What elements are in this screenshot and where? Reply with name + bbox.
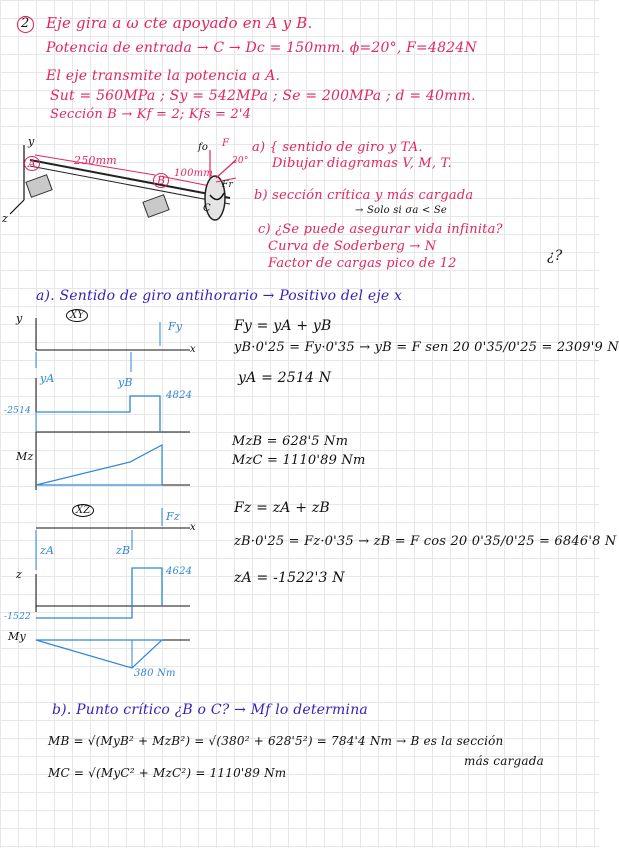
xz-za-label: zA bbox=[40, 544, 55, 557]
length-bc-label: 100mm bbox=[174, 168, 214, 179]
xz-eq-2: zB·0'25 = Fz·0'35 → zB = F cos 20 0'35/0… bbox=[234, 534, 617, 549]
xy-eq-1: Fy = yA + yB bbox=[234, 318, 332, 334]
xy-yb-label: yB bbox=[118, 376, 133, 389]
xz-v-axis-label: z bbox=[16, 568, 22, 581]
force-fr-label: Fr bbox=[222, 180, 233, 190]
xz-fz-label: Fz bbox=[166, 510, 180, 523]
xz-diagrams bbox=[35, 508, 190, 669]
xz-tag: XZ bbox=[72, 504, 95, 517]
xy-moment-c: MzC = 1110'89 Nm bbox=[232, 453, 366, 468]
header-line-5: Sección B → Kf = 2; Kfs = 2'4 bbox=[50, 107, 252, 122]
task-c-line-2: Curva de Soderberg → N bbox=[268, 239, 437, 254]
length-ab-label: 250mm bbox=[74, 154, 117, 167]
task-b-note: → Solo si σa < Se bbox=[355, 205, 448, 216]
header-line-3: El eje transmite la potencia a A. bbox=[46, 68, 281, 84]
problem-number-circle: ◯ bbox=[16, 14, 36, 34]
shaft-figure bbox=[9, 145, 237, 221]
part-a-title: a). Sentido de giro antihorario → Positi… bbox=[36, 288, 403, 304]
grid-paper bbox=[0, 0, 599, 848]
xz-eq-1: Fz = zA + zB bbox=[234, 500, 330, 516]
header-line-2: Potencia de entrada → C → Dc = 150mm. ϕ=… bbox=[46, 40, 477, 56]
xz-eq-3: zA = -1522'3 N bbox=[234, 570, 345, 586]
force-fo-label: fo bbox=[198, 142, 209, 153]
xy-v-pos: 4824 bbox=[166, 390, 193, 401]
task-c-line-3: Factor de cargas pico de 12 bbox=[268, 256, 457, 271]
xy-fy-label: Fy bbox=[168, 320, 183, 333]
task-b: b) sección crítica y más cargada bbox=[254, 188, 474, 203]
xy-diagrams bbox=[35, 318, 190, 490]
problem-number: 2 bbox=[21, 16, 30, 31]
xz-v-pos: 4624 bbox=[166, 566, 193, 577]
task-a-line-2: Dibujar diagramas V, M, T. bbox=[272, 156, 452, 171]
header-line-1: Eje gira a ω cte apoyado en A y B. bbox=[46, 14, 313, 32]
force-f-label: F bbox=[222, 138, 230, 149]
point-b-label: B bbox=[153, 173, 170, 188]
part-b-eq-c: MC = √(MyC² + MzC²) = 1110'89 Nm bbox=[48, 766, 287, 780]
xy-eq-2: yB·0'25 = Fy·0'35 → yB = F sen 20 0'35/0… bbox=[234, 340, 619, 355]
part-b-eq-b-line-2: más cargada bbox=[464, 754, 544, 768]
xy-ya-label: yA bbox=[40, 372, 55, 385]
task-a-line-1: a) { sentido de giro y TA. bbox=[252, 140, 423, 155]
xy-v-axis-label: y bbox=[16, 312, 23, 325]
xz-m-value: 380 Nm bbox=[134, 668, 176, 679]
xy-m-axis-label: Mz bbox=[16, 450, 34, 463]
angle-label: 20° bbox=[232, 156, 249, 166]
axis-y-label: y bbox=[28, 135, 35, 148]
xy-eq-3: yA = 2514 N bbox=[238, 370, 332, 386]
xy-tag: XY bbox=[66, 309, 89, 322]
xz-x-label: x bbox=[190, 522, 196, 533]
task-c-line-1: c) ¿Se puede asegurar vida infinita? bbox=[258, 222, 503, 237]
point-a-label: A bbox=[24, 156, 41, 171]
xz-m-axis-label: My bbox=[8, 630, 26, 643]
header-line-4: Sut = 560MPa ; Sy = 542MPa ; Se = 200MPa… bbox=[50, 88, 476, 104]
axis-z-label: z bbox=[2, 212, 8, 225]
xy-x-label: x bbox=[190, 344, 196, 355]
part-b-eq-b: MB = √(MyB² + MzB²) = √(380² + 628'5²) =… bbox=[48, 734, 504, 748]
point-c-label: C bbox=[203, 203, 211, 214]
xz-v-neg: -1522 bbox=[4, 612, 31, 622]
part-b-title: b). Punto crítico ¿B o C? → Mf lo determ… bbox=[52, 702, 368, 718]
xy-v-neg: -2514 bbox=[4, 406, 31, 416]
xz-zb-label: zB bbox=[116, 544, 131, 557]
xy-moment-b: MzB = 628'5 Nm bbox=[232, 434, 349, 449]
task-c-question: ¿? bbox=[547, 248, 563, 264]
